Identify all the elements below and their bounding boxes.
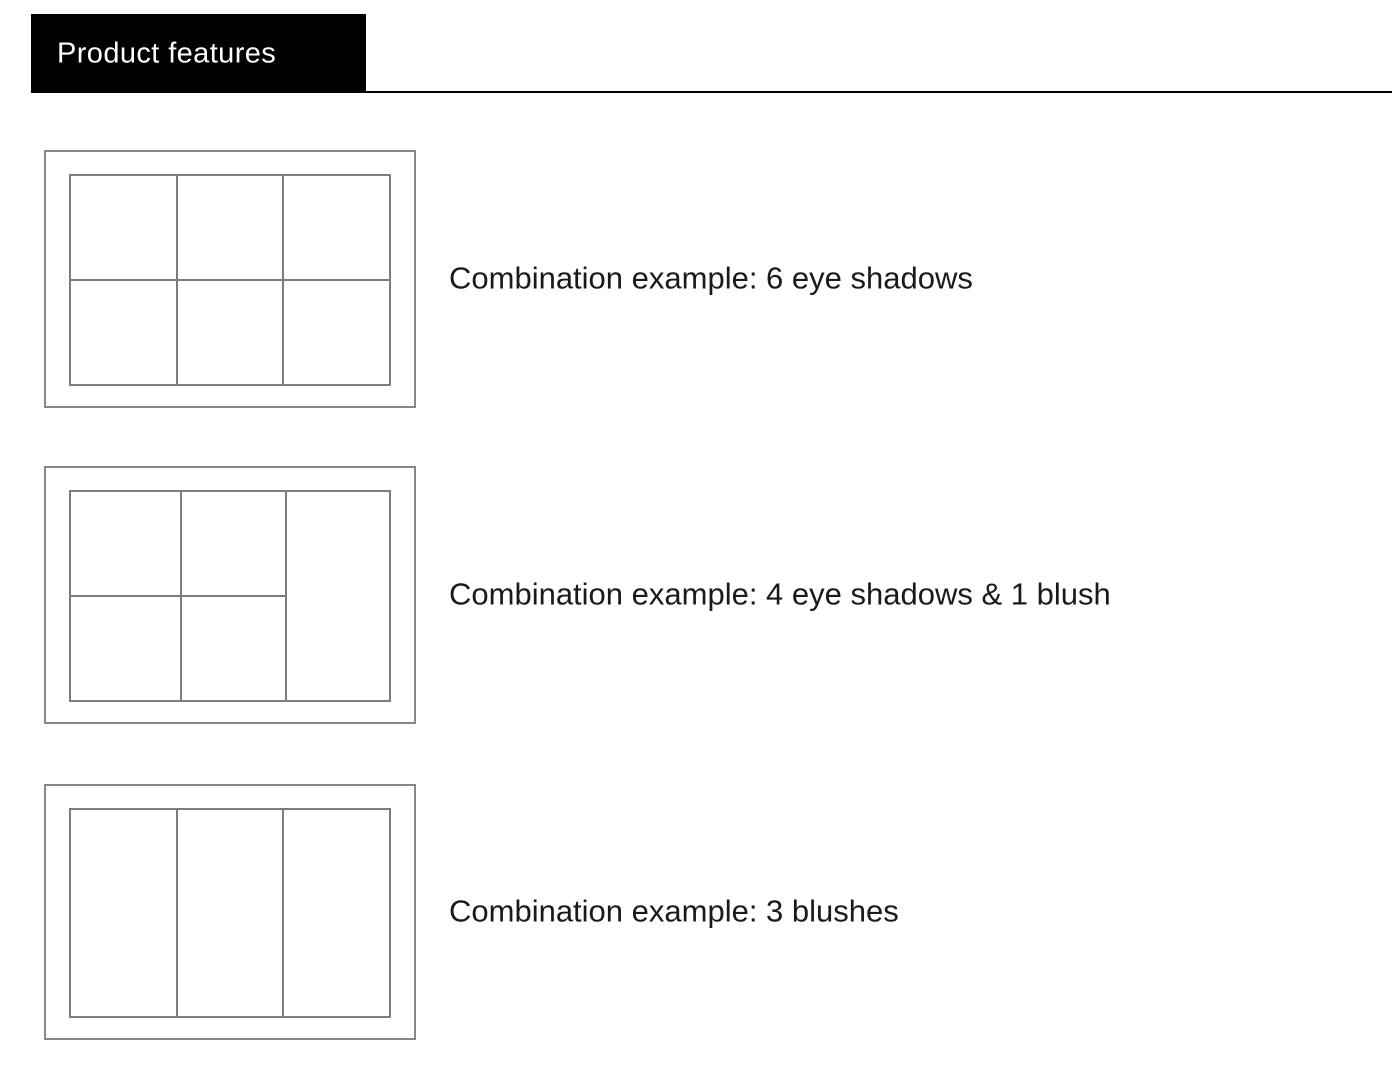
palette-pan <box>71 492 180 595</box>
palette-inner-tray <box>69 174 391 386</box>
palette-pan <box>182 595 285 700</box>
palette-pan <box>284 176 389 279</box>
palette-column <box>282 176 390 384</box>
feature-caption: Combination example: 6 eye shadows <box>449 260 973 296</box>
palette-column <box>71 492 181 700</box>
palette-diagram-6-pans <box>44 150 416 408</box>
feature-caption: Combination example: 3 blushes <box>449 893 899 929</box>
palette-pan-tall <box>71 810 176 1016</box>
palette-pan <box>71 176 176 279</box>
palette-column <box>180 492 285 700</box>
feature-caption: Combination example: 4 eye shadows & 1 b… <box>449 576 1111 612</box>
feature-row: Combination example: 4 eye shadows & 1 b… <box>0 466 1396 724</box>
palette-diagram-3-blushes <box>44 784 416 1040</box>
palette-column <box>175 176 283 384</box>
palette-column <box>71 810 176 1016</box>
palette-inner-tray <box>69 808 391 1018</box>
palette-column <box>282 810 389 1016</box>
palette-pan <box>177 279 283 384</box>
palette-pan <box>71 595 181 700</box>
palette-pan <box>182 492 285 595</box>
palette-pan <box>284 279 390 384</box>
palette-column <box>71 176 176 384</box>
palette-pan-tall <box>178 810 283 1016</box>
palette-column <box>285 492 389 700</box>
feature-row: Combination example: 3 blushes <box>0 784 1396 1040</box>
palette-inner-tray <box>69 490 391 702</box>
header-divider-rule <box>366 91 1392 93</box>
palette-pan <box>71 279 176 384</box>
palette-pan <box>178 176 283 279</box>
palette-diagram-4-pans-1-blush <box>44 466 416 724</box>
section-header-badge: Product features <box>31 14 366 93</box>
page-title: Product features <box>57 37 277 69</box>
palette-pan-tall <box>284 810 389 1016</box>
palette-pan-tall <box>287 492 389 700</box>
feature-row: Combination example: 6 eye shadows <box>0 150 1396 408</box>
palette-column <box>175 810 283 1016</box>
